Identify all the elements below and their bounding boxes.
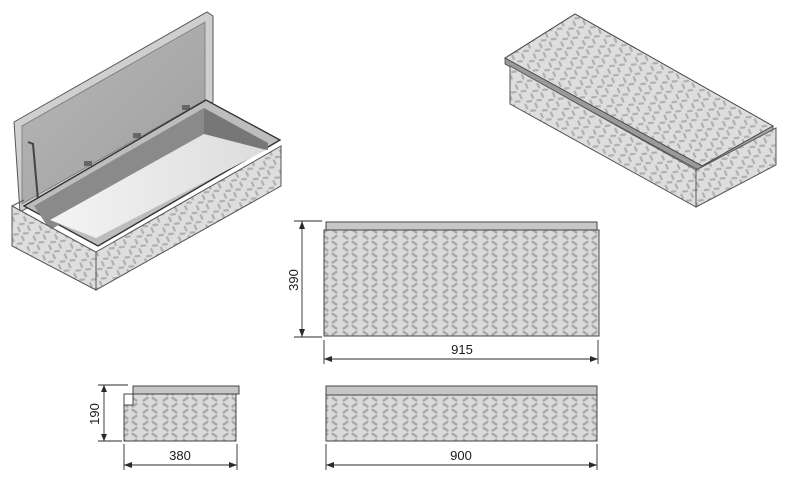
bottom-view-lid [325, 385, 598, 396]
side-view-body [123, 393, 237, 442]
dim-front-width: 915 [323, 340, 599, 364]
dim-label-380: 380 [169, 448, 191, 463]
dim-label-190: 190 [87, 403, 102, 425]
dim-side-height: 190 [87, 384, 128, 442]
front-view-body [323, 229, 600, 337]
bottom-view-body [325, 394, 598, 442]
dim-label-900: 900 [450, 448, 472, 463]
bottom-front-view [325, 385, 598, 442]
hinge-mid [133, 133, 141, 138]
box-interior-back [34, 108, 204, 230]
closed-box-side-face [695, 127, 777, 208]
side-view [123, 385, 240, 442]
box-interior-floor [50, 134, 266, 238]
closed-box-isometric [504, 13, 777, 208]
front-view [323, 221, 600, 337]
hinge-right [182, 105, 190, 110]
open-box-isometric [11, 11, 282, 291]
dim-label-390: 390 [286, 269, 301, 291]
dim-label-915: 915 [451, 342, 473, 357]
lid-support-rod [27, 141, 39, 201]
hinge-left [84, 161, 92, 166]
dim-side-width: 380 [123, 444, 238, 470]
box-side-face [95, 145, 282, 291]
dim-bottom-width: 900 [325, 444, 598, 470]
side-view-lid [132, 385, 240, 395]
dim-front-height: 390 [286, 220, 322, 338]
